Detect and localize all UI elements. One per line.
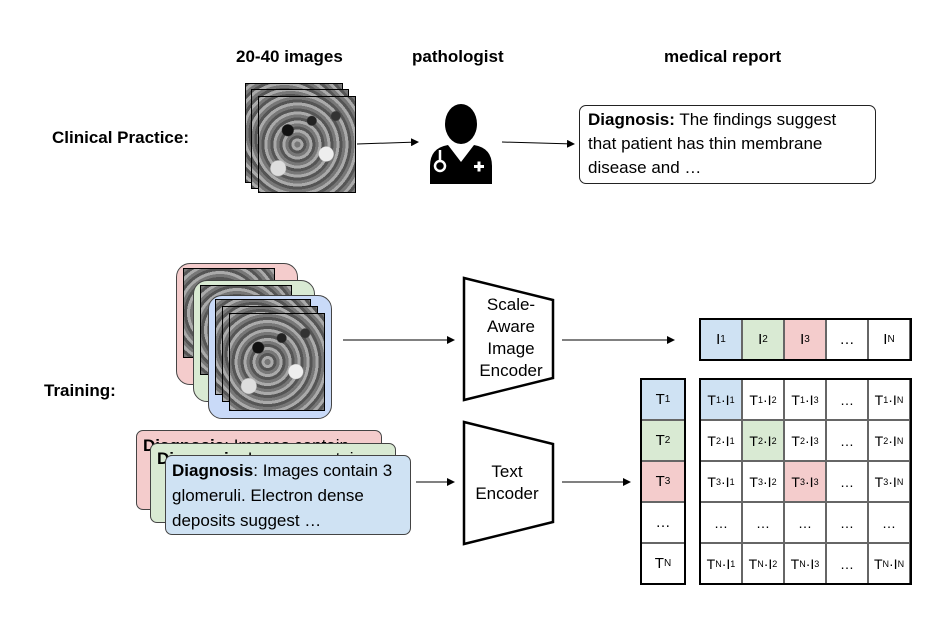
image-embedding-4: … xyxy=(826,319,868,360)
matrix-cell-4-1: … xyxy=(700,502,742,543)
matrix-cell-4-4: … xyxy=(826,502,868,543)
matrix-cell-5-4: … xyxy=(826,543,868,584)
matrix-cell-3-4: … xyxy=(826,461,868,502)
doctor-icon xyxy=(430,104,492,184)
image-stack-blue-photo-3 xyxy=(229,313,325,411)
clinical-practice-label: Clinical Practice: xyxy=(52,128,190,147)
matrix-cell-4-5: … xyxy=(868,502,910,543)
header-pathologist: pathologist xyxy=(412,47,504,66)
medical-report-box: Diagnosis: The findings suggest that pat… xyxy=(579,105,876,184)
image-encoder-shape xyxy=(462,276,555,402)
matrix-cell-4-3: … xyxy=(784,502,826,543)
arrow-images-to-pathologist xyxy=(356,138,419,147)
training-label: Training: xyxy=(44,381,116,400)
text-card-blue: Diagnosis: Images contain 3 glomeruli. E… xyxy=(165,455,411,535)
matrix-cell-4-2: … xyxy=(742,502,784,543)
text-encoder-shape xyxy=(462,420,555,546)
arrow-pathologist-to-report xyxy=(501,139,575,148)
clinical-image-3 xyxy=(258,96,356,193)
text-encoder-label: Text Encoder xyxy=(475,462,539,503)
header-medical-report: medical report xyxy=(664,47,782,66)
report-diagnosis-label: Diagnosis: xyxy=(588,110,675,129)
text-embedding-4: … xyxy=(641,502,685,543)
card-blue-bold: Diagnosis xyxy=(172,461,254,480)
matrix-cell-2-4: … xyxy=(826,420,868,461)
image-encoder-label: Scale-Aware Image Encoder xyxy=(479,295,543,380)
matrix-cell-1-4: … xyxy=(826,379,868,420)
report-text: The findings suggest that patient has th… xyxy=(588,110,837,177)
header-images: 20-40 images xyxy=(236,47,343,66)
card-blue-text: : Images contain 3 glomeruli. Electron d… xyxy=(172,461,393,530)
